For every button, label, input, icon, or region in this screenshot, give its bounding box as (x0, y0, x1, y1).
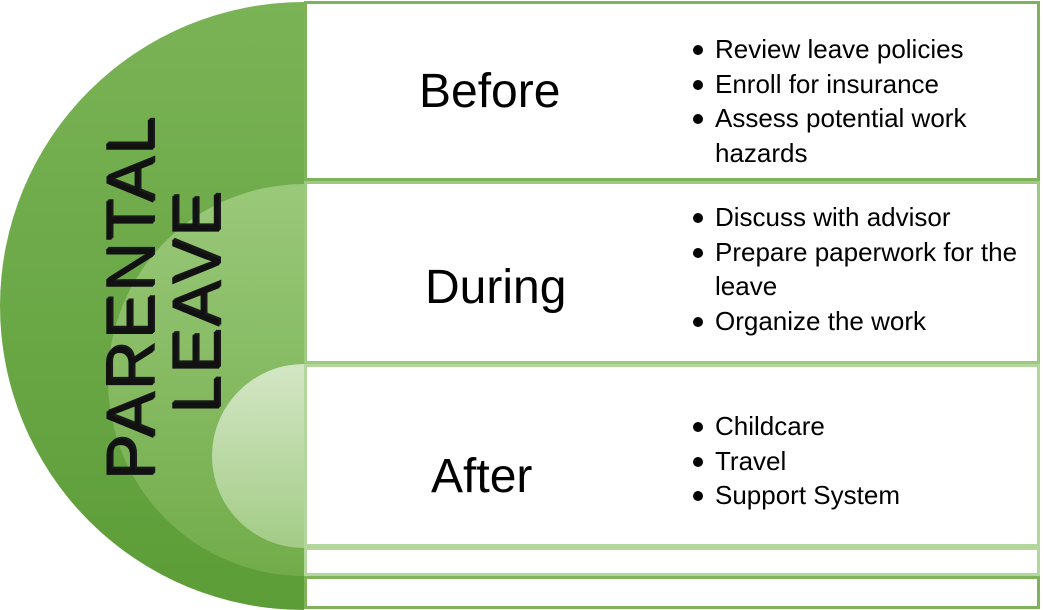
phase-items-before: Review leave policies Enroll for insuran… (691, 32, 1021, 170)
inner-arc (212, 364, 304, 548)
list-item: Enroll for insurance (691, 67, 1021, 102)
list-item: Travel (691, 444, 1021, 479)
empty-row (304, 576, 1040, 609)
list-item: Support System (691, 478, 1021, 513)
empty-row (304, 547, 1040, 576)
phase-items-after: Childcare Travel Support System (691, 409, 1021, 513)
list-item: Assess potential work hazards (691, 101, 1021, 170)
list-item: Prepare paperwork for the leave (691, 235, 1021, 304)
phase-row-after: After Childcare Travel Support System (304, 364, 1040, 547)
phase-items-during: Discuss with advisor Prepare paperwork f… (691, 200, 1021, 338)
list-item: Review leave policies (691, 32, 1021, 67)
list-item: Organize the work (691, 304, 1021, 339)
phase-label-during: During (425, 261, 567, 314)
list-item: Discuss with advisor (691, 200, 1021, 235)
phase-label-after: After (431, 450, 533, 503)
phase-label-before: Before (419, 65, 561, 118)
title-line-1: PARENTAL (92, 115, 168, 481)
list-item: Childcare (691, 409, 1021, 444)
phase-row-before: Before Review leave policies Enroll for … (304, 1, 1040, 181)
title-line-2: LEAVE (158, 189, 234, 415)
phase-row-during: During Discuss with advisor Prepare pape… (304, 181, 1040, 364)
